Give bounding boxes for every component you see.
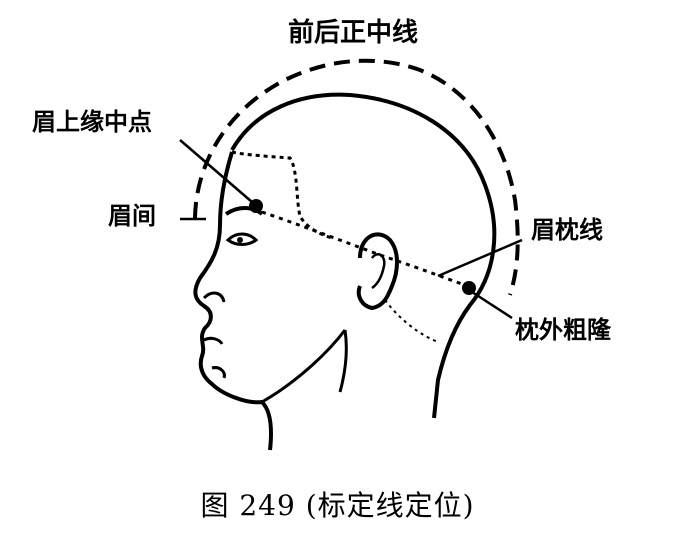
neck-front bbox=[338, 329, 348, 393]
label-glabella: 眉间 bbox=[108, 202, 156, 230]
eyebrow bbox=[224, 206, 264, 216]
label-midline: 前后正中线 bbox=[288, 18, 419, 48]
chin-fold bbox=[211, 366, 226, 379]
head-diagram bbox=[179, 58, 523, 451]
face-profile bbox=[193, 151, 273, 451]
label-brow-midpoint: 眉上缘中点 bbox=[32, 108, 152, 136]
midline-dashed-arc bbox=[193, 58, 520, 296]
hairline-dotted bbox=[231, 150, 333, 240]
leader-brow-occipital bbox=[437, 238, 523, 278]
label-brow-occipital-line: 眉枕线 bbox=[531, 216, 603, 244]
nostril bbox=[202, 291, 226, 303]
label-occipital-protuberance: 枕外粗隆 bbox=[515, 316, 611, 344]
pupil bbox=[237, 237, 243, 243]
head-outline bbox=[230, 92, 497, 419]
ear-inner bbox=[371, 253, 386, 290]
figure-caption: 图 249 (标定线定位) bbox=[200, 489, 475, 522]
neck-side-dotted bbox=[384, 299, 439, 343]
eye bbox=[225, 232, 259, 246]
ear bbox=[356, 232, 399, 311]
leader-brow-midpoint bbox=[179, 139, 253, 203]
jaw-line bbox=[261, 329, 347, 404]
mouth bbox=[203, 336, 224, 345]
brow-midpoint-dot bbox=[249, 199, 263, 213]
leader-occipital-protuberance bbox=[471, 290, 513, 320]
